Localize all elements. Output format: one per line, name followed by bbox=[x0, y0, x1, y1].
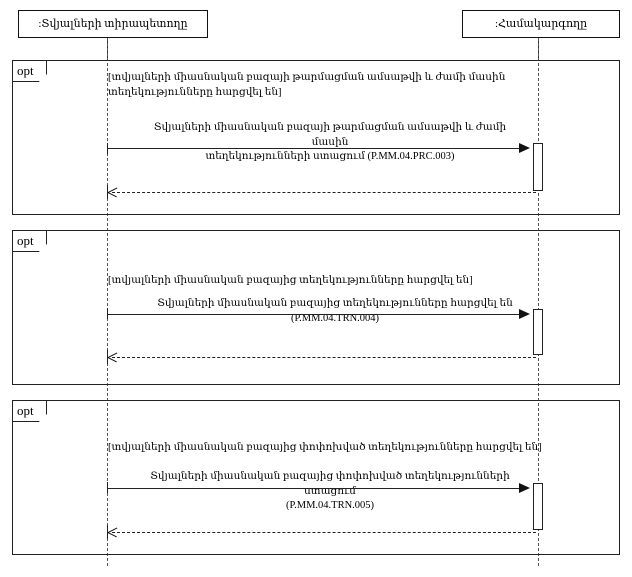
return-arrowhead-1 bbox=[108, 187, 117, 197]
opt-fragment-1[interactable]: opt bbox=[12, 60, 620, 215]
call-message-line-2[interactable] bbox=[108, 314, 520, 315]
guard-condition-2: [տվյալների միասնական բազայից տեղեկությու… bbox=[108, 275, 473, 286]
message-source-tick-3 bbox=[107, 482, 108, 493]
message-label-1: Տվյալների միասնական բազայի թարմացման ամս… bbox=[153, 122, 507, 163]
call-message-line-3[interactable] bbox=[108, 488, 520, 489]
message-label-3: Տվյալների միասնական բազայից փոփոխված տեղ… bbox=[150, 471, 510, 512]
return-message-line-2[interactable] bbox=[112, 357, 536, 358]
message-source-tick-1 bbox=[107, 143, 108, 154]
activation-bar-3 bbox=[533, 483, 543, 530]
call-arrowhead-1 bbox=[519, 143, 530, 153]
opt-fragment-2[interactable]: opt bbox=[12, 230, 620, 385]
message-source-tick-2 bbox=[107, 308, 108, 319]
fragment-operator-label-3: opt bbox=[13, 401, 47, 422]
activation-bar-2 bbox=[533, 309, 543, 355]
call-arrowhead-2 bbox=[519, 309, 530, 319]
lifeline-head-coordinator[interactable]: :Համակարգողը bbox=[462, 10, 620, 38]
message-label-2: Տվյալների միասնական բազայից տեղեկություն… bbox=[157, 298, 513, 324]
return-message-line-1[interactable] bbox=[112, 192, 536, 193]
guard-condition-3: [տվյալների միասնական բազայից փոփոխված տե… bbox=[108, 442, 542, 453]
lifeline-label-data-owner: :Տվյալների տիրապետողը bbox=[38, 17, 188, 30]
call-message-line-1[interactable] bbox=[108, 148, 520, 149]
fragment-operator-label-1: opt bbox=[13, 61, 47, 82]
return-arrowhead-3 bbox=[108, 527, 117, 537]
guard-condition-1: [տվյալների միասնական բազայի թարմացման ամ… bbox=[108, 72, 506, 99]
lifeline-head-data-owner[interactable]: :Տվյալների տիրապետողը bbox=[18, 10, 208, 38]
lifeline-label-coordinator: :Համակարգողը bbox=[494, 17, 588, 30]
lifeline-stem-data-owner bbox=[107, 38, 108, 566]
fragment-operator-label-2: opt bbox=[13, 231, 47, 252]
call-arrowhead-3 bbox=[519, 483, 530, 493]
return-arrowhead-2 bbox=[108, 352, 117, 362]
opt-fragment-3[interactable]: opt bbox=[12, 400, 620, 555]
activation-bar-1 bbox=[533, 143, 543, 191]
lifeline-stem-coordinator bbox=[538, 38, 539, 566]
return-message-line-3[interactable] bbox=[112, 532, 536, 533]
